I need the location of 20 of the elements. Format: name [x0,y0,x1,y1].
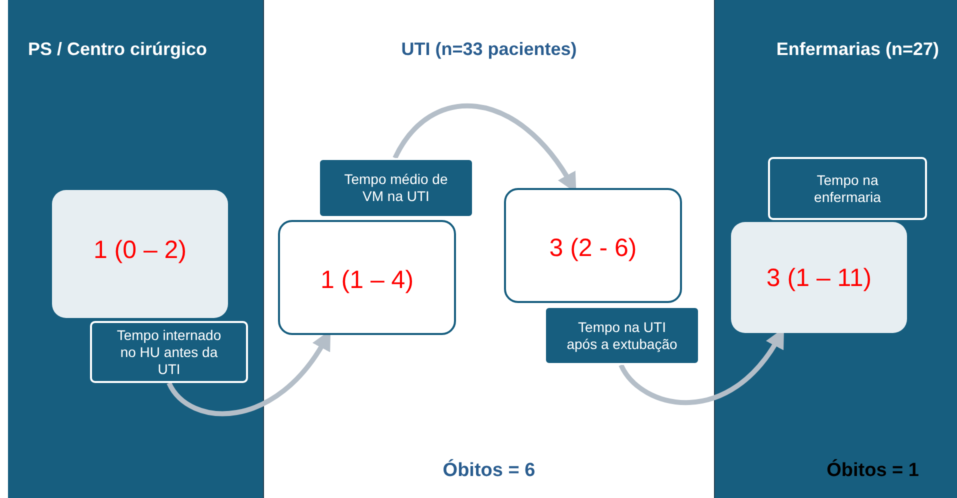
value-card [278,220,456,335]
deaths-count: Óbitos = 6 [442,458,536,483]
column-heading: UTI (n=33 pacientes) [400,38,578,61]
median-range-value: 3 (1 – 11) [765,263,873,294]
value-card [52,190,228,318]
label-tag: Tempo médio de VM na UTI [318,158,474,218]
label-tag: Tempo na enfermaria [768,157,927,220]
deaths-count: Óbitos = 1 [826,458,919,483]
value-card [504,188,682,303]
median-range-value: 1 (0 – 2) [92,235,188,266]
label-tag: Tempo na UTI após a extubação [544,306,700,365]
column-panel [8,0,263,498]
median-range-value: 1 (1 – 4) [319,265,415,296]
label-tag: Tempo internado no HU antes da UTI [90,321,248,383]
column-heading: PS / Centro cirúrgico [28,38,208,61]
median-range-value: 3 (2 - 6) [548,233,638,264]
column-heading: Enfermarias (n=27) [776,38,939,61]
column-panel [715,0,957,498]
column-panel [263,0,715,498]
value-card [731,222,907,333]
